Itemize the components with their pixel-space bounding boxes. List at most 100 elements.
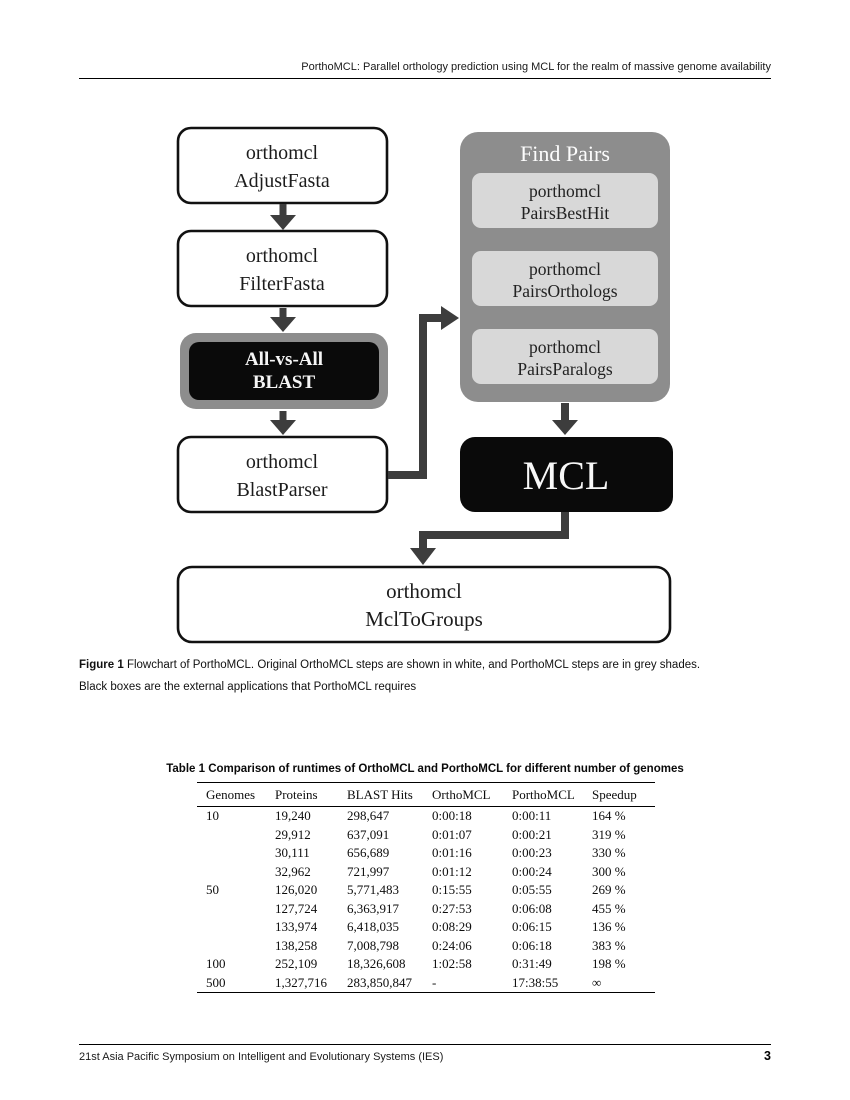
table-cell: 0:31:49 <box>512 956 552 972</box>
table-title: Table 1 Comparison of runtimes of OrthoM… <box>166 763 684 775</box>
table-cell: 656,689 <box>347 845 390 861</box>
connector-parser-to-findpairs <box>388 306 459 479</box>
table-cell <box>197 844 275 863</box>
node-mcl-to-groups: orthomcl MclToGroups <box>176 565 672 644</box>
node-filter-fasta-line1: orthomcl <box>246 245 319 267</box>
group-find-pairs-title: Find Pairs <box>520 141 610 166</box>
figure-caption-text1: Flowchart of PorthoMCL. Original OrthoMC… <box>126 659 701 671</box>
table-cell: ∞ <box>592 974 602 990</box>
table-cell: 7,008,798 <box>347 937 399 953</box>
table-cell: 0:00:23 <box>512 845 552 861</box>
node-adjust-fasta-line1: orthomcl <box>246 142 319 164</box>
node-mcl: MCL <box>460 437 673 512</box>
table-cell: 0:01:16 <box>432 845 472 861</box>
table-column-header: Speedup <box>592 782 655 807</box>
table-cell: 330 % <box>592 845 626 861</box>
node-pairs-paralogs-line2: PairsParalogs <box>517 359 612 379</box>
table-cell: 18,326,608 <box>347 956 406 972</box>
node-pairs-paralogs: porthomcl PairsParalogs <box>472 329 658 384</box>
table-cell: 126,020 <box>275 882 318 898</box>
table-cell: 10 <box>206 808 219 824</box>
table-cell: 383 % <box>592 937 626 953</box>
node-pairs-paralogs-line1: porthomcl <box>529 337 601 357</box>
table-cell: 1,327,716 <box>275 974 327 990</box>
node-pairs-orthologs: porthomcl PairsOrthologs <box>472 251 658 306</box>
node-filter-fasta: orthomcl FilterFasta <box>176 229 389 308</box>
table-cell: 0:06:08 <box>512 900 552 916</box>
table-cell: 298,647 <box>347 808 390 824</box>
table-cell: 0:00:21 <box>512 826 552 842</box>
table-cell: 0:06:18 <box>512 937 552 953</box>
table-cell: 637,091 <box>347 826 390 842</box>
table-cell: 0:00:11 <box>512 808 552 824</box>
table-cell: 0:00:18 <box>432 808 472 824</box>
node-mcl-to-groups-line2: MclToGroups <box>365 607 483 631</box>
node-pairs-orthologs-line1: porthomcl <box>529 259 601 279</box>
table-cell: 269 % <box>592 882 626 898</box>
node-adjust-fasta: orthomcl AdjustFasta <box>176 126 389 205</box>
node-blast-parser-line2: BlastParser <box>236 479 327 501</box>
table-cell: 32,962 <box>275 863 311 879</box>
node-pairs-best-hit-line2: PairsBestHit <box>521 203 610 223</box>
table-cell: 133,974 <box>275 919 318 935</box>
table-column-header: OrthoMCL <box>432 782 512 807</box>
node-pairs-orthologs-line2: PairsOrthologs <box>513 281 618 301</box>
page-number: 3 <box>764 1049 771 1063</box>
running-head: PorthoMCL: Parallel orthology prediction… <box>301 61 771 73</box>
figure-caption-label: Figure 1 <box>79 659 124 671</box>
arrow-adjust-to-filter <box>270 204 296 230</box>
node-pairs-best-hit-line1: porthomcl <box>529 181 601 201</box>
table-column-header: PorthoMCL <box>512 782 592 807</box>
node-mcl-to-groups-line1: orthomcl <box>386 579 462 603</box>
table-cell: 252,109 <box>275 956 318 972</box>
node-blast-parser-line1: orthomcl <box>246 451 319 473</box>
table-cell: 198 % <box>592 956 626 972</box>
table-cell: 127,724 <box>275 900 318 916</box>
node-filter-fasta-line2: FilterFasta <box>239 273 325 295</box>
table-cell: 100 <box>206 956 226 972</box>
table-cell: 138,258 <box>275 937 318 953</box>
node-blast-parser: orthomcl BlastParser <box>176 435 389 514</box>
table-cell: 0:08:29 <box>432 919 472 935</box>
table-cell: 6,363,917 <box>347 900 399 916</box>
header-rule <box>79 78 771 79</box>
table-cell: 500 <box>206 974 226 990</box>
figure-caption: Figure 1 Flowchart of PorthoMCL. Origina… <box>79 654 773 698</box>
node-blast-line1: All-vs-All <box>245 349 323 370</box>
table-cell: 0:27:53 <box>432 900 472 916</box>
figure-1-flowchart: orthomcl AdjustFasta orthomcl FilterFast… <box>176 126 673 644</box>
table-column-header: BLAST Hits <box>347 782 432 807</box>
table-column-header: Genomes <box>197 782 275 807</box>
footer-text: 21st Asia Pacific Symposium on Intellige… <box>79 1051 444 1063</box>
table-cell: 319 % <box>592 826 626 842</box>
connector-mcl-to-groups <box>410 512 569 565</box>
group-find-pairs: Find Pairs porthomcl PairsBestHit portho… <box>460 132 670 402</box>
table-cell: 5,771,483 <box>347 882 399 898</box>
table-cell <box>197 863 275 882</box>
table-cell: 0:00:24 <box>512 863 552 879</box>
table-cell: 17:38:55 <box>512 974 559 990</box>
figure-caption-line2: Black boxes are the external application… <box>79 681 417 693</box>
table-cell: 0:15:55 <box>432 882 472 898</box>
node-blast-line2: BLAST <box>253 372 316 393</box>
table-cell: 164 % <box>592 808 626 824</box>
table-cell: 6,418,035 <box>347 919 399 935</box>
table-cell <box>197 900 275 919</box>
table-cell: 283,850,847 <box>347 974 412 990</box>
arrow-blast-to-parser <box>270 411 296 435</box>
table-cell: 0:05:55 <box>512 882 552 898</box>
node-pairs-best-hit: porthomcl PairsBestHit <box>472 173 658 228</box>
table-cell: 30,111 <box>275 845 310 861</box>
table-cell: 721,997 <box>347 863 390 879</box>
table-cell: 136 % <box>592 919 626 935</box>
table-cell <box>197 937 275 956</box>
